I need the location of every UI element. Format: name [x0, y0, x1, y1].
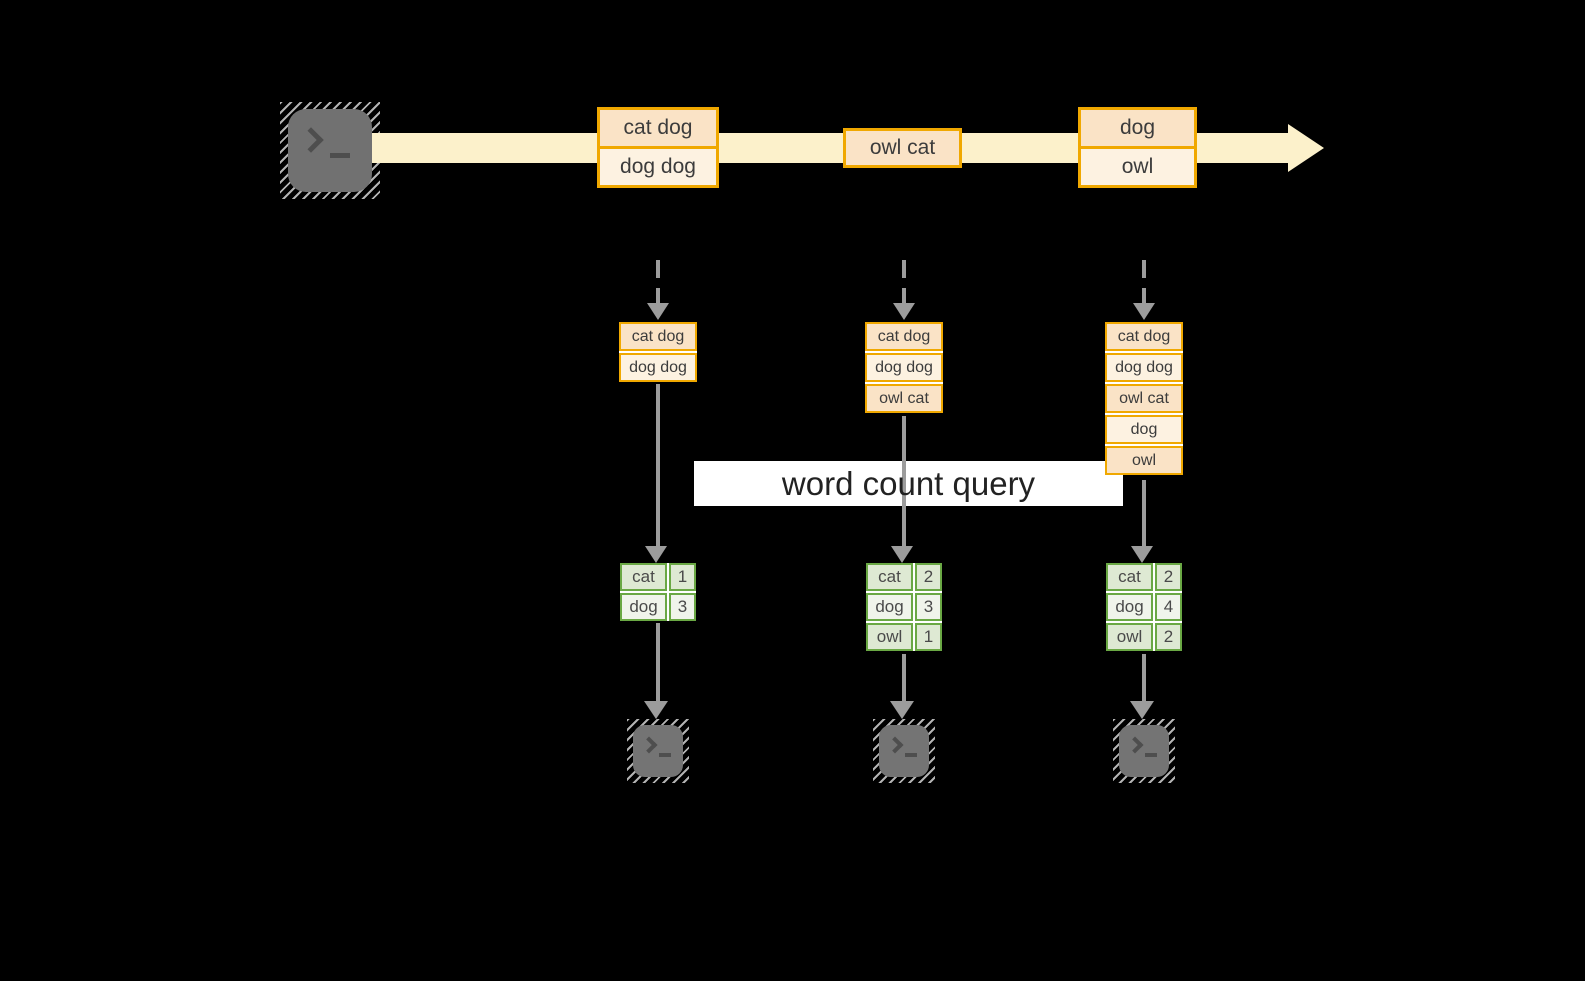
arrowhead-icon [890, 701, 914, 719]
word-cell: owl [866, 623, 913, 651]
prompt-chevron-icon [1126, 736, 1144, 754]
state-cell: dog dog [1105, 353, 1183, 382]
arrowhead-icon [644, 701, 668, 719]
stream-event-box-2: owl cat [843, 128, 962, 168]
dashed-arrow-shaft [656, 260, 660, 306]
prompt-chevron-icon [640, 736, 658, 754]
word-cell: dog [1106, 593, 1153, 621]
stream-event-box-3: dog owl [1078, 107, 1197, 188]
prompt-underscore-icon [659, 753, 671, 757]
count-cell: 3 [915, 593, 942, 621]
prompt-underscore-icon [1145, 753, 1157, 757]
event-cell: dog [1081, 110, 1194, 146]
state-box-3: cat dog dog dog owl cat dog owl [1105, 322, 1183, 475]
word-count-table-2: cat 2 dog 3 owl 1 [866, 563, 942, 651]
sink-terminal-icon [1113, 719, 1175, 783]
prompt-underscore-icon [330, 153, 350, 158]
event-cell: dog dog [600, 146, 716, 185]
sink-terminal-icon [873, 719, 935, 783]
terminal-body [1119, 725, 1169, 777]
count-cell: 2 [1155, 623, 1182, 651]
dashed-arrow-shaft [902, 260, 906, 306]
state-cell: dog dog [619, 353, 697, 382]
event-cell: cat dog [600, 110, 716, 146]
state-cell: cat dog [865, 322, 943, 351]
count-cell: 3 [669, 593, 696, 621]
word-cell: cat [620, 563, 667, 591]
connector-line [1142, 480, 1146, 548]
state-cell: cat dog [1105, 322, 1183, 351]
arrowhead-icon [647, 303, 669, 320]
word-cell: cat [1106, 563, 1153, 591]
count-cell: 2 [1155, 563, 1182, 591]
sink-terminal-icon [627, 719, 689, 783]
state-cell: cat dog [619, 322, 697, 351]
connector-line [1142, 654, 1146, 705]
connector-line [656, 384, 660, 548]
state-cell: owl cat [1105, 384, 1183, 413]
arrowhead-icon [893, 303, 915, 320]
state-cell: owl [1105, 446, 1183, 475]
connector-line [656, 623, 660, 705]
count-cell: 2 [915, 563, 942, 591]
query-banner [694, 461, 1123, 506]
count-cell: 1 [915, 623, 942, 651]
source-terminal-icon [280, 102, 380, 199]
stream-event-box-1: cat dog dog dog [597, 107, 719, 188]
count-cell: 4 [1155, 593, 1182, 621]
event-cell: owl cat [846, 131, 959, 165]
terminal-body [633, 725, 683, 777]
arrowhead-icon [891, 546, 913, 563]
state-box-2: cat dog dog dog owl cat [865, 322, 943, 413]
word-cell: dog [866, 593, 913, 621]
word-count-table-1: cat 1 dog 3 [620, 563, 696, 621]
arrowhead-icon [1133, 303, 1155, 320]
arrowhead-icon [1130, 701, 1154, 719]
query-banner-label: word count query [781, 464, 1036, 502]
event-cell: owl [1081, 146, 1194, 185]
word-cell: owl [1106, 623, 1153, 651]
arrowhead-icon [1131, 546, 1153, 563]
connector-line [902, 654, 906, 705]
dashed-arrow-shaft [1142, 260, 1146, 306]
state-box-1: cat dog dog dog [619, 322, 697, 382]
prompt-chevron-icon [886, 736, 904, 754]
state-cell: dog [1105, 415, 1183, 444]
count-cell: 1 [669, 563, 696, 591]
terminal-body [879, 725, 929, 777]
word-cell: cat [866, 563, 913, 591]
state-cell: owl cat [865, 384, 943, 413]
stream-arrowhead-icon [1288, 124, 1324, 172]
state-cell: dog dog [865, 353, 943, 382]
arrowhead-icon [645, 546, 667, 563]
terminal-body [288, 109, 372, 192]
word-count-table-3: cat 2 dog 4 owl 2 [1106, 563, 1182, 651]
prompt-underscore-icon [905, 753, 917, 757]
prompt-chevron-icon [298, 127, 324, 153]
word-cell: dog [620, 593, 667, 621]
connector-line [902, 416, 906, 548]
